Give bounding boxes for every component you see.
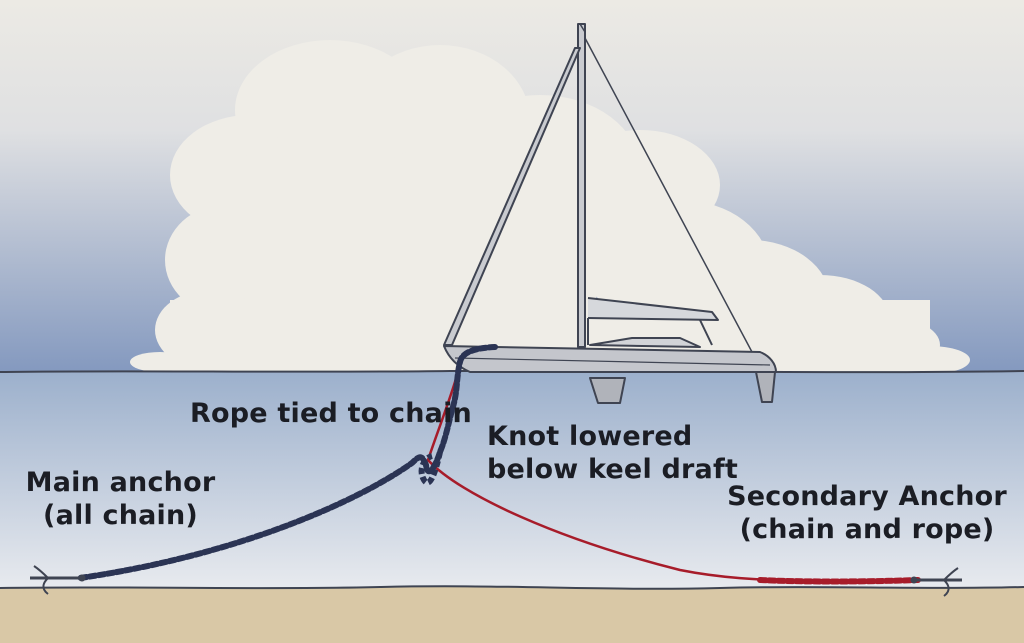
secondary-anchor-label: Secondary Anchor (chain and rope) [722, 480, 1012, 546]
main-anchor-line2: (all chain) [43, 500, 198, 531]
cabin [589, 337, 701, 348]
secondary-anchor-line2: (chain and rope) [739, 514, 995, 545]
secondary-anchor-icon [910, 567, 962, 597]
secondary-rope [426, 371, 801, 583]
backstay [584, 37, 753, 353]
rope-tied-label: Rope tied to chain [190, 397, 472, 430]
main-anchor-icon [30, 565, 86, 595]
secondary-anchor-line1: Secondary Anchor [727, 481, 1007, 512]
keel [589, 377, 626, 404]
secondary-anchor-chain [757, 577, 921, 585]
knot-label-line1: Knot lowered [487, 421, 693, 452]
mast [577, 23, 586, 348]
rope-tied-text: Rope tied to chain [190, 398, 472, 429]
furled-jib [443, 47, 581, 346]
main-anchor-label: Main anchor (all chain) [18, 466, 223, 532]
sailboat [443, 23, 777, 404]
main-anchor-line1: Main anchor [25, 467, 216, 498]
water-surface-line [0, 369, 1024, 374]
seabed [0, 586, 1024, 643]
seabed-line [0, 585, 1024, 590]
boom [587, 297, 719, 321]
main-anchor-chain [77, 344, 498, 581]
hull [443, 345, 777, 373]
knot-loop [418, 451, 443, 486]
knot-label-line2: below keel draft [487, 454, 739, 485]
water [0, 372, 1024, 592]
knot-lowered-label: Knot lowered below keel draft [487, 420, 738, 486]
